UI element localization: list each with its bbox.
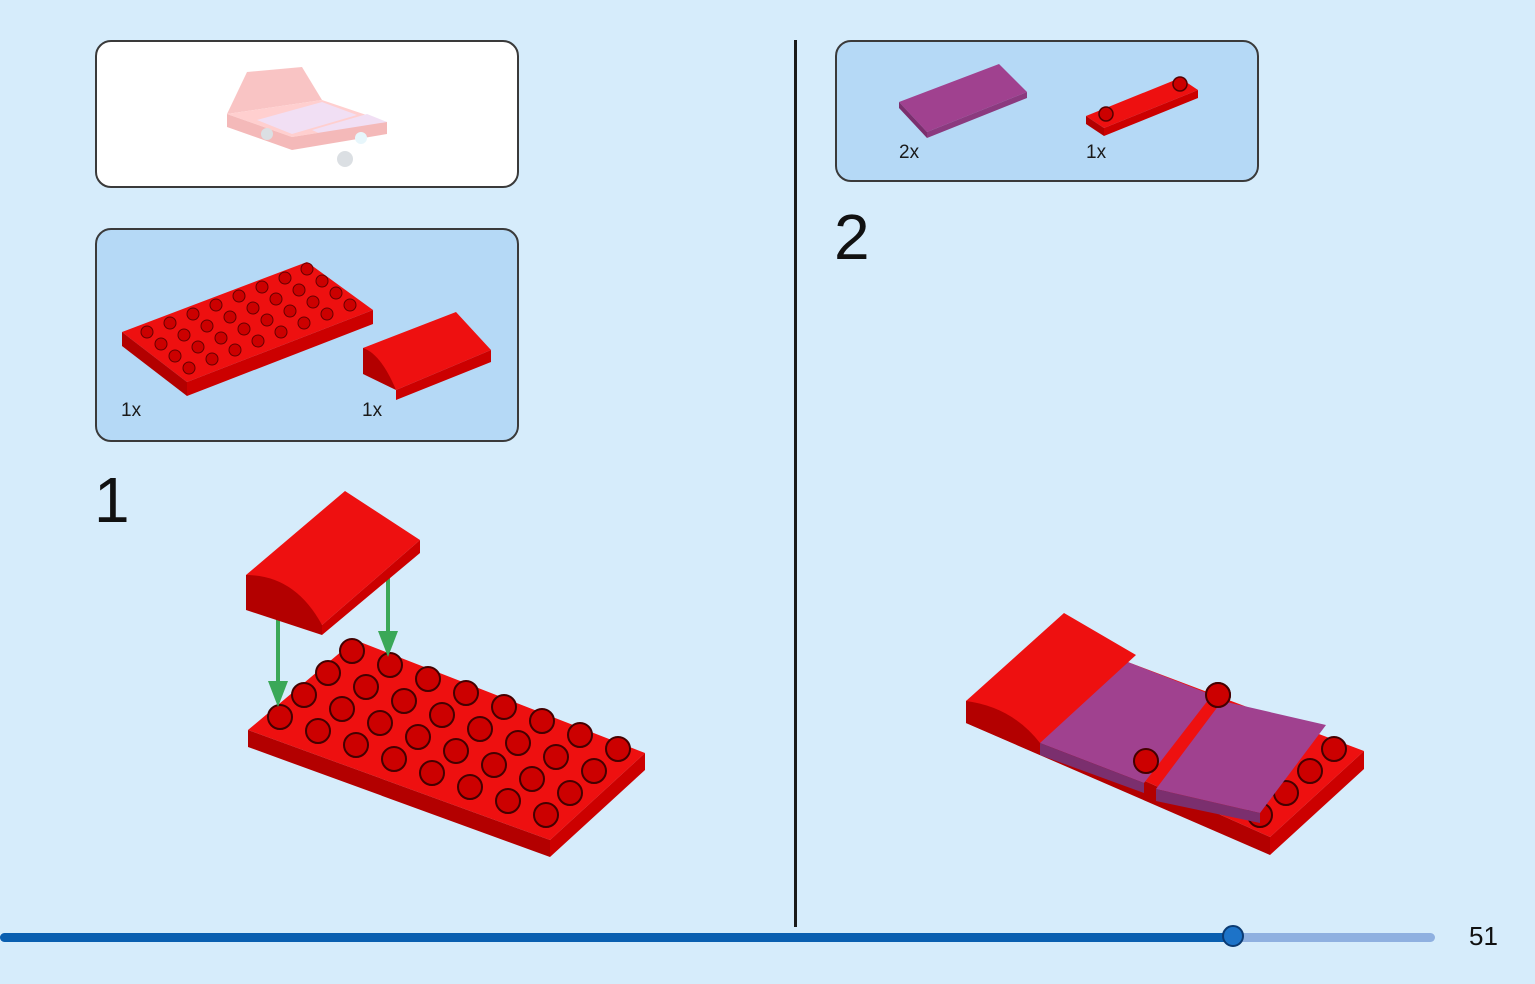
progress-bar-fill [0, 933, 1233, 942]
part-qty-slope: 1x [362, 400, 383, 421]
part-qty-tile: 2x [899, 142, 920, 163]
progress-handle[interactable] [1221, 925, 1244, 947]
step-number-2: 2 [834, 201, 870, 273]
step-number-1: 1 [94, 464, 130, 536]
step-1-illustration [246, 491, 645, 857]
step-2-illustration [966, 613, 1364, 855]
page-number: 51 [1469, 921, 1498, 951]
red-plate-1x4-icon [1086, 76, 1198, 136]
finished-car-preview-icon [227, 67, 387, 167]
progress-bar [0, 925, 1435, 947]
parts-list-step-2: 2x 1x [835, 40, 1259, 182]
finished-model-preview-box [95, 40, 519, 188]
part-qty-plate-1x4: 1x [1086, 142, 1107, 163]
magenta-tile-icon [899, 64, 1027, 138]
red-curved-slope-icon [363, 312, 491, 400]
parts-list-step-1: 1x 1x [95, 228, 519, 442]
red-plate-4x8-icon [122, 262, 373, 396]
page-divider [794, 40, 797, 927]
part-qty-plate: 1x [121, 400, 142, 421]
